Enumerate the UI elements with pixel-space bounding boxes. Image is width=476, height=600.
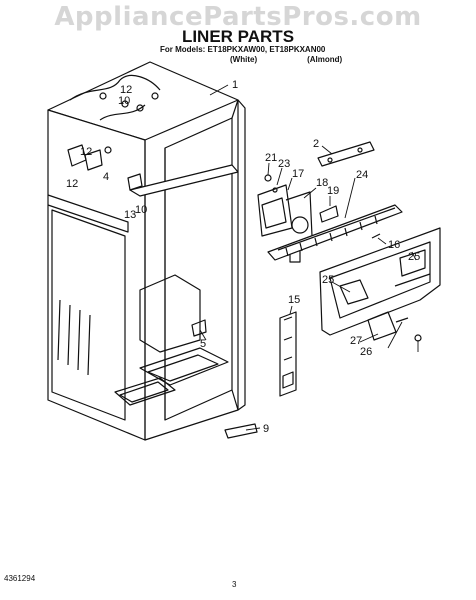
callout-1: 1 <box>232 79 238 91</box>
part-15-screw <box>371 233 381 239</box>
variant-white: (White) <box>230 55 258 64</box>
callout-17: 18 <box>316 177 328 189</box>
page-title: LINER PARTS <box>181 27 295 46</box>
document-number: 4361294 <box>4 574 36 583</box>
callout-2: 2 <box>313 138 319 150</box>
callout-12-top: 12 <box>120 84 132 96</box>
model-numbers: For Models: ET18PKXAW00, ET18PKXAN00 <box>160 45 326 54</box>
part-2-bracket <box>317 141 375 167</box>
leader-lines <box>199 84 419 431</box>
callout-19: 21 <box>265 152 277 164</box>
liner-cabinet <box>47 61 246 441</box>
callout-10-left: 12 <box>80 146 92 158</box>
callout-15: 16 <box>388 239 400 251</box>
callout-13: 15 <box>288 294 300 306</box>
page-number: 3 <box>232 580 237 589</box>
part-13-bracket <box>279 311 297 397</box>
callout-5: 5 <box>200 338 206 350</box>
callout-21: 23 <box>278 158 290 170</box>
callout-4: 4 <box>103 171 109 183</box>
callout-18: 19 <box>327 185 339 197</box>
callout-12-left: 12 <box>66 178 78 190</box>
part-8-strip <box>224 423 258 439</box>
part-24-panel <box>319 227 441 336</box>
callout-26: 27 <box>350 335 362 347</box>
callout-16: 17 <box>292 168 304 180</box>
color-variants: (White) (Almond) <box>230 55 342 64</box>
callout-8: 9 <box>263 423 269 435</box>
callout-9: 10 <box>135 204 147 216</box>
callout-24: 25 <box>322 274 334 286</box>
part-18 <box>319 205 339 223</box>
watermark: AppliancePartsPros.com <box>54 2 422 32</box>
part-23-duct <box>267 204 403 261</box>
callout-12-lower: 13 <box>124 209 136 221</box>
variant-almond: (Almond) <box>307 55 343 64</box>
callout-23: 24 <box>356 169 368 181</box>
parts-26-27 <box>367 311 422 342</box>
callout-25-lower: 26 <box>360 346 372 358</box>
callout-25-upper: 25 <box>408 251 420 263</box>
callout-10-top: 10 <box>118 95 130 107</box>
